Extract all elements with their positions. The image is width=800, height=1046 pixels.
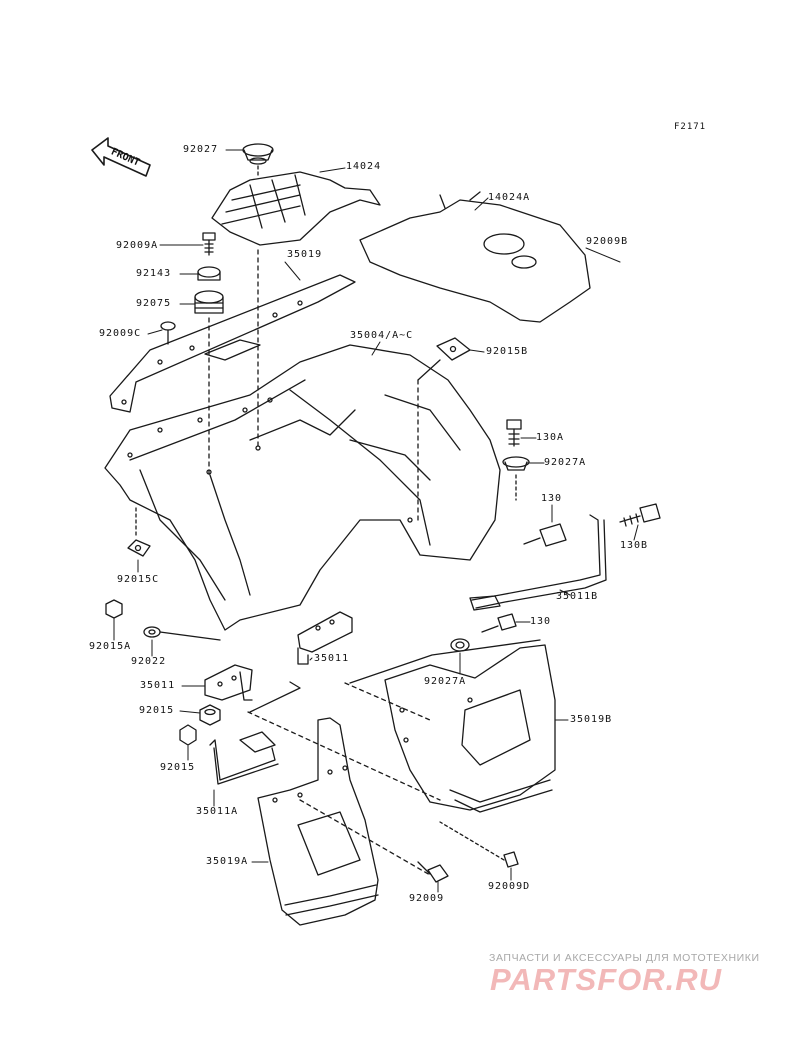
figure-code: F2171 [674,122,707,132]
bolt-92009-shape [417,861,449,883]
part-label-130A[interactable]: 130A [536,432,565,443]
brace-35011B-shape [469,514,607,611]
part-label-92027A-upper[interactable]: 92027A [544,457,587,468]
part-label-92009B[interactable]: 92009B [586,236,629,247]
bracket-35011-shape [297,611,353,665]
part-label-92022[interactable]: 92022 [131,656,167,667]
bolt-130B-shape [619,503,661,527]
clip-92015C-shape [127,539,151,557]
part-label-14024[interactable]: 14024 [346,161,382,172]
part-label-92027[interactable]: 92027 [183,144,219,155]
part-label-92027A-lower[interactable]: 92027A [424,676,467,687]
part-label-92075[interactable]: 92075 [136,298,172,309]
part-label-92009C[interactable]: 92009C [99,328,142,339]
nut-92015-lower-shape [179,724,197,746]
watermark-tagline: ЗАПЧАСТИ И АКСЕССУАРЫ ДЛЯ МОТОТЕХНИКИ [489,952,760,964]
leader-lines [113,149,639,893]
rear-fender-35004-shape [104,344,501,631]
bolt-130-upper-shape [523,523,567,547]
collar-92143-shape [197,266,221,281]
part-label-92009A[interactable]: 92009A [116,240,159,251]
part-label-92015B[interactable]: 92015B [486,346,529,357]
bolt-92009D-shape [439,821,519,868]
part-label-35011-left[interactable]: 35011 [140,680,176,691]
bracket-35019-shape [109,274,356,413]
bracket-35011-left-shape [204,664,253,701]
mud-flap-35019A-shape [257,717,379,926]
part-label-92009[interactable]: 92009 [409,893,445,904]
part-label-35004[interactable]: 35004/A~C [350,330,414,341]
front-direction-arrow: FRONT [91,137,151,177]
screw-92009C-shape [160,321,176,345]
part-label-130-lower[interactable]: 130 [530,616,552,627]
bolt-130A-shape [506,419,522,447]
fender-cover-14024A-shape [359,191,591,323]
part-label-35019A[interactable]: 35019A [206,856,249,867]
part-label-92015-upper[interactable]: 92015 [139,705,175,716]
part-label-35019[interactable]: 35019 [287,249,323,260]
part-label-130[interactable]: 130 [541,493,563,504]
part-label-92143[interactable]: 92143 [136,268,172,279]
part-label-35011B[interactable]: 35011B [556,591,599,602]
grommet-92027A-upper-shape [502,456,530,471]
grommet-92027A-lower-shape [450,638,470,652]
part-label-92015A[interactable]: 92015A [89,641,132,652]
watermark-logo: PARTSFOR.RU [490,962,723,997]
part-label-92015-lower[interactable]: 92015 [160,762,196,773]
clip-92015B-shape [436,337,471,361]
damper-92075-shape [194,290,224,314]
part-label-35011[interactable]: 35011 [314,653,350,664]
mud-flap-35019B-shape [384,644,556,813]
grommet-92027-shape [242,143,274,165]
part-label-35019B[interactable]: 35019B [570,714,613,725]
part-label-14024A[interactable]: 14024A [488,192,531,203]
part-label-130B[interactable]: 130B [620,540,649,551]
part-label-35011A[interactable]: 35011A [196,806,239,817]
washer-92022-shape [143,626,161,638]
bracket-35011A-shape [209,731,279,785]
part-label-92009D[interactable]: 92009D [488,881,531,892]
bolt-130-lower-shape [481,613,517,633]
nut-92015-upper-shape [199,704,221,726]
part-label-92015C[interactable]: 92015C [117,574,160,585]
rack-cover-14024-shape [211,171,381,246]
nut-92015A-shape [105,599,123,619]
bolt-92009A-shape [202,232,216,256]
